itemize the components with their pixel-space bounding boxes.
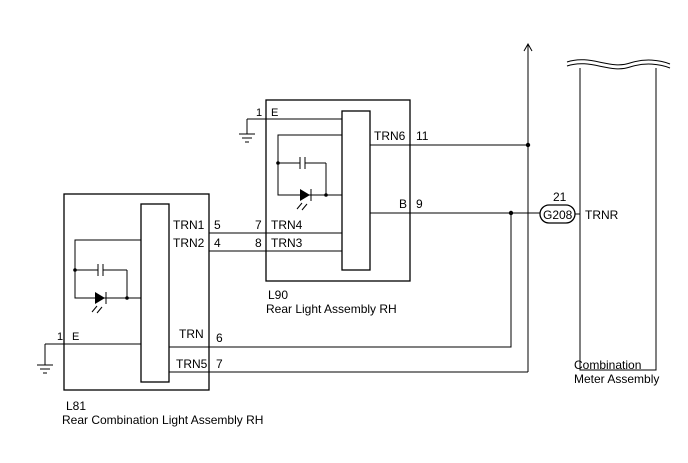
meter-name-line2: Meter Assembly: [574, 372, 659, 386]
l90-ground-label: E: [271, 107, 278, 119]
l90-pin-trn6-num: 11: [416, 129, 429, 143]
l81-pin-trn5-num: 7: [216, 357, 223, 371]
led-icon: [296, 189, 312, 211]
l81-ground-label: E: [72, 331, 79, 343]
l90-pin-b-num: 9: [416, 197, 423, 211]
l81-pin-trn1-label: TRN1: [173, 218, 205, 232]
l90-pin-trn4-num: 7: [255, 218, 262, 232]
g208-label: G208: [543, 208, 573, 222]
l81-code: L81: [66, 399, 86, 413]
l90-ground-pin: 1: [256, 107, 262, 119]
l81-name: Rear Combination Light Assembly RH: [62, 413, 263, 427]
l81-ground-pin: 1: [57, 331, 63, 343]
bus-wire: [523, 42, 533, 372]
ground-icon: [37, 364, 53, 374]
l90-pin-trn4-label: TRN4: [271, 218, 303, 232]
l90-ic: [341, 110, 371, 271]
l90-rear-light-assembly: 1 E TRN6 11 B 9 TR: [239, 99, 540, 316]
l81-ic: [140, 203, 170, 383]
l90-housing: [265, 99, 411, 282]
l81-rear-combination-light-assembly: TRN1 5 TRN2 4 TRN 6 TRN5 7 1 E L81 Rear …: [37, 193, 263, 427]
l81-pin-trn1-num: 5: [214, 218, 221, 232]
l81-pin-trn2-label: TRN2: [173, 236, 205, 250]
g208-connector: G208 21 TRNR: [539, 190, 619, 224]
wire-trn: [169, 213, 512, 348]
meter-name-line1: Combination: [574, 358, 641, 372]
l90-pin-trn3-label: TRN3: [271, 236, 303, 250]
combination-meter-assembly: Combination Meter Assembly: [566, 59, 671, 386]
l90-pin-b-label: B: [399, 197, 407, 211]
l90-pin-trn6-label: TRN6: [374, 129, 406, 143]
l90-code: L90: [268, 288, 288, 302]
l81-pin-trn-num: 6: [216, 331, 223, 345]
l90-pin-trn3-num: 8: [255, 236, 262, 250]
led-icon: [91, 292, 107, 314]
l81-pin-trn5-label: TRN5: [176, 357, 208, 371]
g208-pin-num: 21: [553, 190, 567, 204]
l81-housing: [63, 193, 210, 391]
l81-pin-trn2-num: 4: [214, 236, 221, 250]
l81-pin-trn-label: TRN: [179, 327, 204, 341]
ground-icon: [239, 133, 255, 143]
meter-pin-trnr-label: TRNR: [585, 208, 619, 222]
l90-name: Rear Light Assembly RH: [266, 302, 397, 316]
